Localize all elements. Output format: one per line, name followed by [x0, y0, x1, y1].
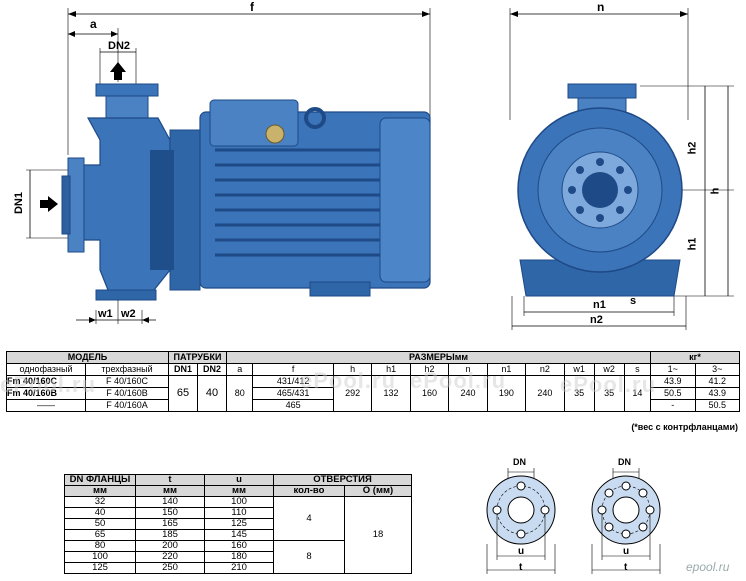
kg3-value: 41.2: [694, 375, 740, 388]
flange-dn: 32: [64, 496, 136, 508]
flange-dn: 80: [64, 540, 136, 552]
h1-value: 132: [371, 375, 411, 412]
flanges-table: DN ФЛАНЦЫ t u ОТВЕРСТИЯ мм мм мм кол-во …: [64, 474, 412, 574]
holes-count-header: кол-во: [273, 485, 345, 497]
dim-f-label: f: [250, 0, 254, 14]
flange-t: 185: [135, 529, 205, 541]
n2-value: 240: [525, 375, 565, 412]
s-value: 14: [623, 375, 652, 412]
flange-t: 250: [135, 562, 205, 574]
ports-header: ПАТРУБКИ: [168, 351, 227, 364]
flange-dn: 125: [64, 562, 136, 574]
dim-n2-label: n2: [590, 314, 603, 326]
flange-u: 160: [204, 540, 274, 552]
dim-h-label: h: [709, 187, 722, 195]
flange1-t-label: t: [519, 562, 523, 573]
h2-value: 160: [409, 375, 450, 412]
holes-count-a: 4: [273, 496, 345, 541]
a-value: 80: [225, 375, 254, 412]
col-kg1: 1~: [650, 363, 696, 376]
dim-h2-label: h2: [686, 141, 699, 155]
col-t: t: [135, 474, 205, 486]
pump-side-view: [26, 8, 431, 324]
f-value: 465: [252, 399, 334, 412]
w2-value: 35: [593, 375, 625, 412]
flange1-u-label: u: [518, 546, 525, 557]
flange-dn: 65: [64, 529, 136, 541]
sizes-header: РАЗМЕРЫмм: [225, 351, 652, 364]
model-three: F 40/160C: [85, 375, 169, 388]
kg3-value: 43.9: [694, 387, 740, 400]
flange-u: 125: [204, 518, 274, 530]
w1-value: 35: [563, 375, 595, 412]
model-three: F 40/160B: [85, 387, 169, 400]
flange-t: 165: [135, 518, 205, 530]
n-value: 240: [448, 375, 488, 412]
holes-header: ОТВЕРСТИЯ: [273, 474, 412, 486]
dim-h1-label: h1: [686, 237, 699, 251]
flange-t: 140: [135, 496, 205, 508]
dim-n-label: n: [597, 0, 605, 14]
dim-dn1-label: DN1: [13, 191, 26, 215]
kg-header: кг*: [650, 351, 740, 364]
dn2-col: DN2: [197, 363, 227, 376]
model-header: МОДЕЛЬ: [6, 351, 169, 364]
flange-u: 145: [204, 529, 274, 541]
col-kg3: 3~: [694, 363, 740, 376]
kg3-value: 50.5: [694, 399, 740, 412]
flange2-t-label: t: [624, 562, 628, 573]
flange-dn: 100: [64, 551, 136, 563]
dim-s-label: s: [630, 295, 637, 307]
col-u: u: [204, 474, 274, 486]
kg1-value: -: [650, 399, 696, 412]
dim-a-label: a: [90, 17, 97, 31]
pump-front-view: [509, 8, 734, 330]
model-single: ——: [6, 399, 86, 412]
model-three: F 40/160A: [85, 399, 169, 412]
kg1-value: 50.5: [650, 387, 696, 400]
three-phase-header: трехфазный: [85, 363, 169, 376]
flange-t: 220: [135, 551, 205, 563]
flange-8-holes: [591, 468, 661, 574]
flange-u: 210: [204, 562, 274, 574]
watermark: ePool.ru: [410, 368, 507, 393]
flange-u: 180: [204, 551, 274, 563]
logo: epool.ru: [686, 560, 730, 574]
dn1-value: 65: [168, 375, 198, 412]
unit-u: мм: [204, 485, 274, 497]
n1-value: 190: [486, 375, 527, 412]
dim-n1-label: n1: [593, 299, 606, 311]
watermark: ePool.ru: [560, 372, 657, 397]
flange1-dn-label: DN: [513, 457, 526, 467]
hole-diameter: 18: [344, 496, 412, 574]
col-dn-flanges: DN ФЛАНЦЫ: [64, 474, 136, 486]
dim-w1-label: w1: [98, 308, 113, 320]
unit-t: мм: [135, 485, 205, 497]
dim-dn2-label: DN2: [108, 40, 131, 52]
weight-note: (*вес с контрфланцами): [631, 422, 738, 432]
holes-diam-header: О (мм): [344, 485, 412, 497]
flange2-dn-label: DN: [618, 457, 631, 467]
col-n2: n2: [525, 363, 565, 376]
holes-count-b: 8: [273, 540, 345, 574]
col-a: a: [225, 363, 254, 376]
watermark: ePool.ru: [0, 372, 97, 397]
flange-dn: 50: [64, 518, 136, 530]
flange-4-holes: [486, 468, 556, 574]
dn2-value: 40: [197, 375, 227, 412]
dimensions-table: МОДЕЛЬ ПАТРУБКИ РАЗМЕРЫмм кг* однофазный…: [6, 351, 740, 412]
flange-u: 100: [204, 496, 274, 508]
flange-t: 150: [135, 507, 205, 519]
flange-diagrams: [486, 468, 661, 574]
kg1-value: 43.9: [650, 375, 696, 388]
flange-t: 200: [135, 540, 205, 552]
watermark: ePool.ru: [300, 368, 397, 393]
flange-dn: 40: [64, 507, 136, 519]
unit-dn: мм: [64, 485, 136, 497]
dn1-col: DN1: [168, 363, 198, 376]
flange-u: 110: [204, 507, 274, 519]
dim-w2-label: w2: [121, 308, 136, 320]
flange2-u-label: u: [623, 546, 630, 557]
